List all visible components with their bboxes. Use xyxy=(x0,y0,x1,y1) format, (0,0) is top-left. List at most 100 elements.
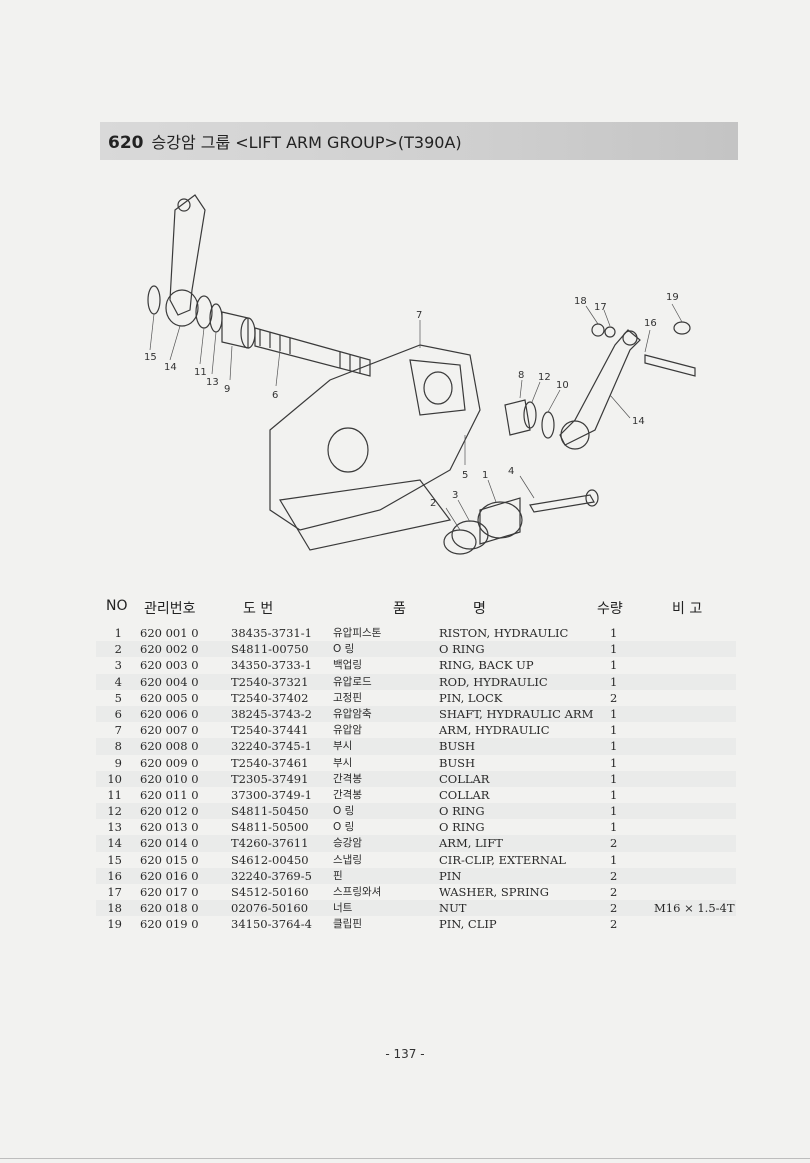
part-name-kr: 핀 xyxy=(333,869,343,882)
control-number: 620 003 0 xyxy=(140,658,199,673)
part-no: 9 xyxy=(114,755,122,770)
callout-12: 12 xyxy=(538,372,551,383)
callout-18: 18 xyxy=(574,296,587,307)
callout-13: 13 xyxy=(206,377,219,388)
group-title: 승강암 그룹 <LIFT ARM GROUP>(T390A) xyxy=(151,133,462,152)
part-name-kr: 승강암 xyxy=(333,837,362,850)
callout-2: 2 xyxy=(430,498,436,509)
drawing-number: S4811-50500 xyxy=(231,820,309,835)
part-no: 11 xyxy=(107,787,122,802)
part-no: 1 xyxy=(114,626,122,640)
callout-10: 10 xyxy=(556,380,569,391)
control-number: 620 009 0 xyxy=(140,755,199,770)
part-no: 13 xyxy=(107,820,122,835)
quantity: 2 xyxy=(610,836,618,851)
part-no: 3 xyxy=(114,658,122,673)
part-name-kr: O 링 xyxy=(333,643,355,656)
header-name-kr: 품 xyxy=(393,601,406,617)
part-no: 7 xyxy=(114,723,122,738)
part-name-kr: 유압로드 xyxy=(333,675,372,688)
exploded-parts-diagram: 15 14 11 13 9 6 7 5 8 12 10 14 1 3 2 4 1… xyxy=(120,180,720,580)
part-no: 4 xyxy=(114,674,122,689)
drawing-number: T4260-37611 xyxy=(231,836,309,851)
title-bar xyxy=(100,122,738,160)
quantity: 1 xyxy=(610,626,618,640)
control-number: 620 012 0 xyxy=(140,804,199,819)
part-name-en: BUSH xyxy=(439,755,476,770)
quantity: 1 xyxy=(610,804,618,819)
part-name-en: ARM, LIFT xyxy=(439,836,503,851)
header-drawing: 도 번 xyxy=(243,601,274,617)
part-name-en: COLLAR xyxy=(439,787,490,802)
quantity: 1 xyxy=(610,787,618,802)
callout-6: 6 xyxy=(272,390,278,401)
part-no: 17 xyxy=(107,885,122,899)
parts-table-header: NO 관리번호 도 번 품 명 수량 비 고 xyxy=(96,598,736,620)
quantity: 1 xyxy=(610,852,618,867)
part-name-kr: 백업링 xyxy=(333,659,362,672)
part-no: 19 xyxy=(107,917,122,932)
part-name-kr: 부시 xyxy=(333,740,353,753)
drawing-number: T2305-37491 xyxy=(231,771,309,786)
group-number: 620 xyxy=(108,133,144,153)
header-no: NO xyxy=(106,598,128,614)
callout-8: 8 xyxy=(518,370,524,381)
control-number: 620 016 0 xyxy=(140,868,199,883)
drawing-number: 32240-3745-1 xyxy=(231,739,312,754)
header-name-en: 명 xyxy=(473,601,486,617)
quantity: 2 xyxy=(610,901,618,916)
part-name-en: NUT xyxy=(439,901,467,916)
drawing-number: 38435-3731-1 xyxy=(231,626,312,640)
part-name-en: SHAFT, HYDRAULIC ARM xyxy=(439,706,594,721)
callout-9: 9 xyxy=(224,384,230,395)
drawing-number: 34150-3764-4 xyxy=(231,917,312,932)
part-no: 14 xyxy=(107,836,122,851)
part-no: 5 xyxy=(114,690,122,705)
part-name-kr: 스프링와셔 xyxy=(333,886,382,898)
scan-edge xyxy=(0,1158,810,1159)
control-number: 620 002 0 xyxy=(140,642,199,657)
part-name-kr: 너트 xyxy=(333,902,353,915)
callout-7: 7 xyxy=(416,310,422,321)
part-name-en: CIR-CLIP, EXTERNAL xyxy=(439,852,566,867)
part-name-kr: 간격봉 xyxy=(333,772,362,785)
callout-16: 16 xyxy=(644,318,657,329)
drawing-number: S4612-00450 xyxy=(231,852,309,867)
part-name-en: ROD, HYDRAULIC xyxy=(439,674,548,689)
quantity: 1 xyxy=(610,706,618,721)
callout-3: 3 xyxy=(452,490,458,501)
drawing-number: S4512-50160 xyxy=(231,885,309,899)
diagram-drawing: 15 14 11 13 9 6 7 5 8 12 10 14 1 3 2 4 1… xyxy=(144,194,696,555)
part-name-en: RING, BACK UP xyxy=(439,658,534,673)
quantity: 1 xyxy=(610,820,618,835)
drawing-number: T2540-37441 xyxy=(231,723,309,738)
page-title: 620 승강암 그룹 <LIFT ARM GROUP>(T390A) xyxy=(108,129,462,153)
drawing-number: 34350-3733-1 xyxy=(231,658,312,673)
quantity: 1 xyxy=(610,739,618,754)
part-no: 16 xyxy=(107,868,122,883)
part-no: 8 xyxy=(114,739,122,754)
control-number: 620 011 0 xyxy=(140,787,199,802)
control-number: 620 005 0 xyxy=(140,690,199,705)
header-control: 관리번호 xyxy=(144,601,196,617)
control-number: 620 019 0 xyxy=(140,917,199,932)
part-no: 15 xyxy=(107,852,122,867)
part-name-en: PIN xyxy=(439,868,462,883)
part-name-kr: 유압암 xyxy=(333,724,362,737)
control-number: 620 007 0 xyxy=(140,723,199,738)
part-name-en: O RING xyxy=(439,642,485,657)
quantity: 1 xyxy=(610,658,618,673)
drawing-number: T2540-37461 xyxy=(231,755,309,770)
table-row: 3 620 003 0 34350-3733-1 백업링 RING, BACK UP 1 xyxy=(96,657,736,673)
